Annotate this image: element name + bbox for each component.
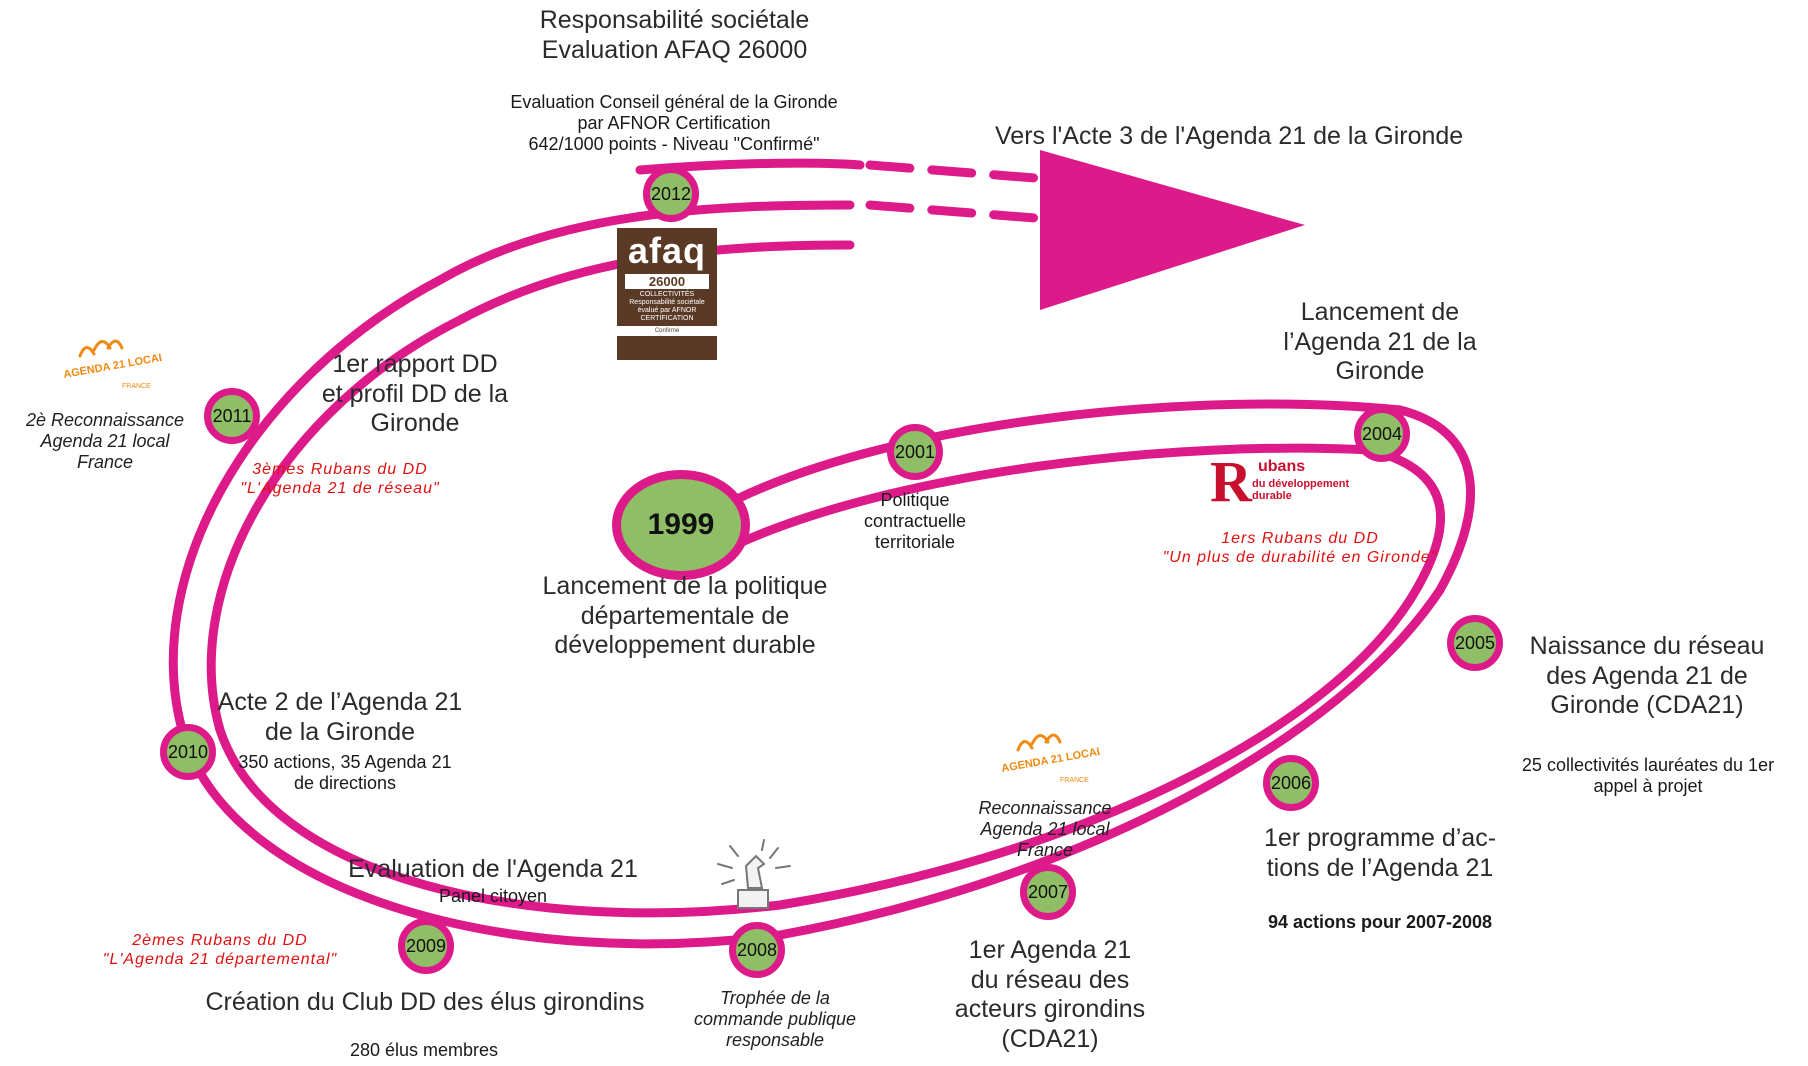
- label-2011: 1er rapport DD et profil DD de la Girond…: [321, 350, 509, 437]
- node-2009: 2009: [398, 918, 454, 974]
- label-afaq-eval: Evaluation Conseil général de la Gironde…: [510, 92, 838, 155]
- node-2011: 2011: [204, 388, 260, 444]
- node-2001: 2001: [887, 424, 943, 480]
- label-2006: 1er programme d’ac- tions de l’Agenda 21: [1263, 824, 1497, 882]
- label-panel-citoyen: Panel citoyen: [438, 886, 548, 906]
- node-2007: 2007: [1020, 864, 1076, 920]
- agenda21-logo-text: AGENDA 21 LOCAL: [62, 351, 162, 381]
- label-2008-trophee: Trophée de la commande publique responsa…: [693, 988, 857, 1051]
- label-club-dd: Création du Club DD des élus girondins: [205, 988, 645, 1016]
- arrow-head: [1040, 150, 1305, 310]
- agenda21-logo-country: FRANCE: [122, 383, 151, 390]
- agenda21-local-logo-2011: AGENDA 21 LOCAL FRANCE: [62, 339, 162, 390]
- track-dash-bottom: [865, 200, 1065, 225]
- label-club-dd-sub: 280 élus membres: [349, 1040, 499, 1060]
- node-2005: 2005: [1447, 615, 1503, 671]
- label-1999: Lancement de la politique départementale…: [542, 572, 828, 659]
- trophy-icon: [717, 839, 791, 909]
- afaq-26000-logo: afaq 26000 COLLECTIVITÉS Responsabilité …: [617, 228, 717, 360]
- node-2012: 2012: [643, 166, 699, 222]
- node-2008: 2008: [729, 922, 785, 978]
- label-2011-rubans: 3èmes Rubans du DD "L'Agenda 21 de résea…: [240, 461, 440, 497]
- label-afaq-title: Responsabilité sociétale Evaluation AFAQ…: [539, 6, 810, 64]
- label-evaluation: Evaluation de l'Agenda 21: [348, 855, 638, 883]
- node-1999: 1999: [612, 470, 750, 580]
- label-acte3: Vers l'Acte 3 de l'Agenda 21 de la Giron…: [995, 122, 1464, 150]
- label-2007: 1er Agenda 21 du réseau des acteurs giro…: [954, 936, 1146, 1053]
- track-dash-top: [865, 160, 1065, 185]
- label-2010: Acte 2 de l’Agenda 21 de la Gironde: [217, 688, 463, 746]
- label-2006-sub: 94 actions pour 2007-2008: [1267, 912, 1493, 932]
- node-2006: 2006: [1263, 755, 1319, 811]
- track-outer: [206, 240, 1445, 918]
- node-2010: 2010: [160, 724, 216, 780]
- label-reconnaissance: Reconnaissance Agenda 21 local France: [978, 798, 1112, 861]
- agenda21-local-logo-2007: AGENDA 21 LOCAL FRANCE: [1000, 733, 1100, 784]
- label-2005-sub: 25 collectivités lauréates du 1er appel …: [1521, 755, 1775, 797]
- label-2004: Lancement de l’Agenda 21 de la Gironde: [1283, 298, 1477, 385]
- rubans-du-dd-logo: R ubans du développement durable: [1210, 449, 1350, 514]
- label-2009-rubans: 2èmes Rubans du DD "L'Agenda 21 départem…: [102, 932, 338, 968]
- label-2001: Politique contractuelle territoriale: [863, 490, 967, 553]
- label-2004-rubans: 1ers Rubans du DD "Un plus de durabilité…: [1162, 530, 1438, 566]
- agenda21-logo-text: AGENDA 21 LOCAL: [1000, 745, 1100, 775]
- node-2004: 2004: [1354, 406, 1410, 462]
- label-2eme-reconnaissance: 2è Reconnaissance Agenda 21 local France: [25, 410, 185, 473]
- label-2005: Naissance du réseau des Agenda 21 de Gir…: [1529, 632, 1765, 719]
- label-2010-sub: 350 actions, 35 Agenda 21 de directions: [238, 752, 452, 794]
- agenda21-logo-country: FRANCE: [1060, 777, 1089, 784]
